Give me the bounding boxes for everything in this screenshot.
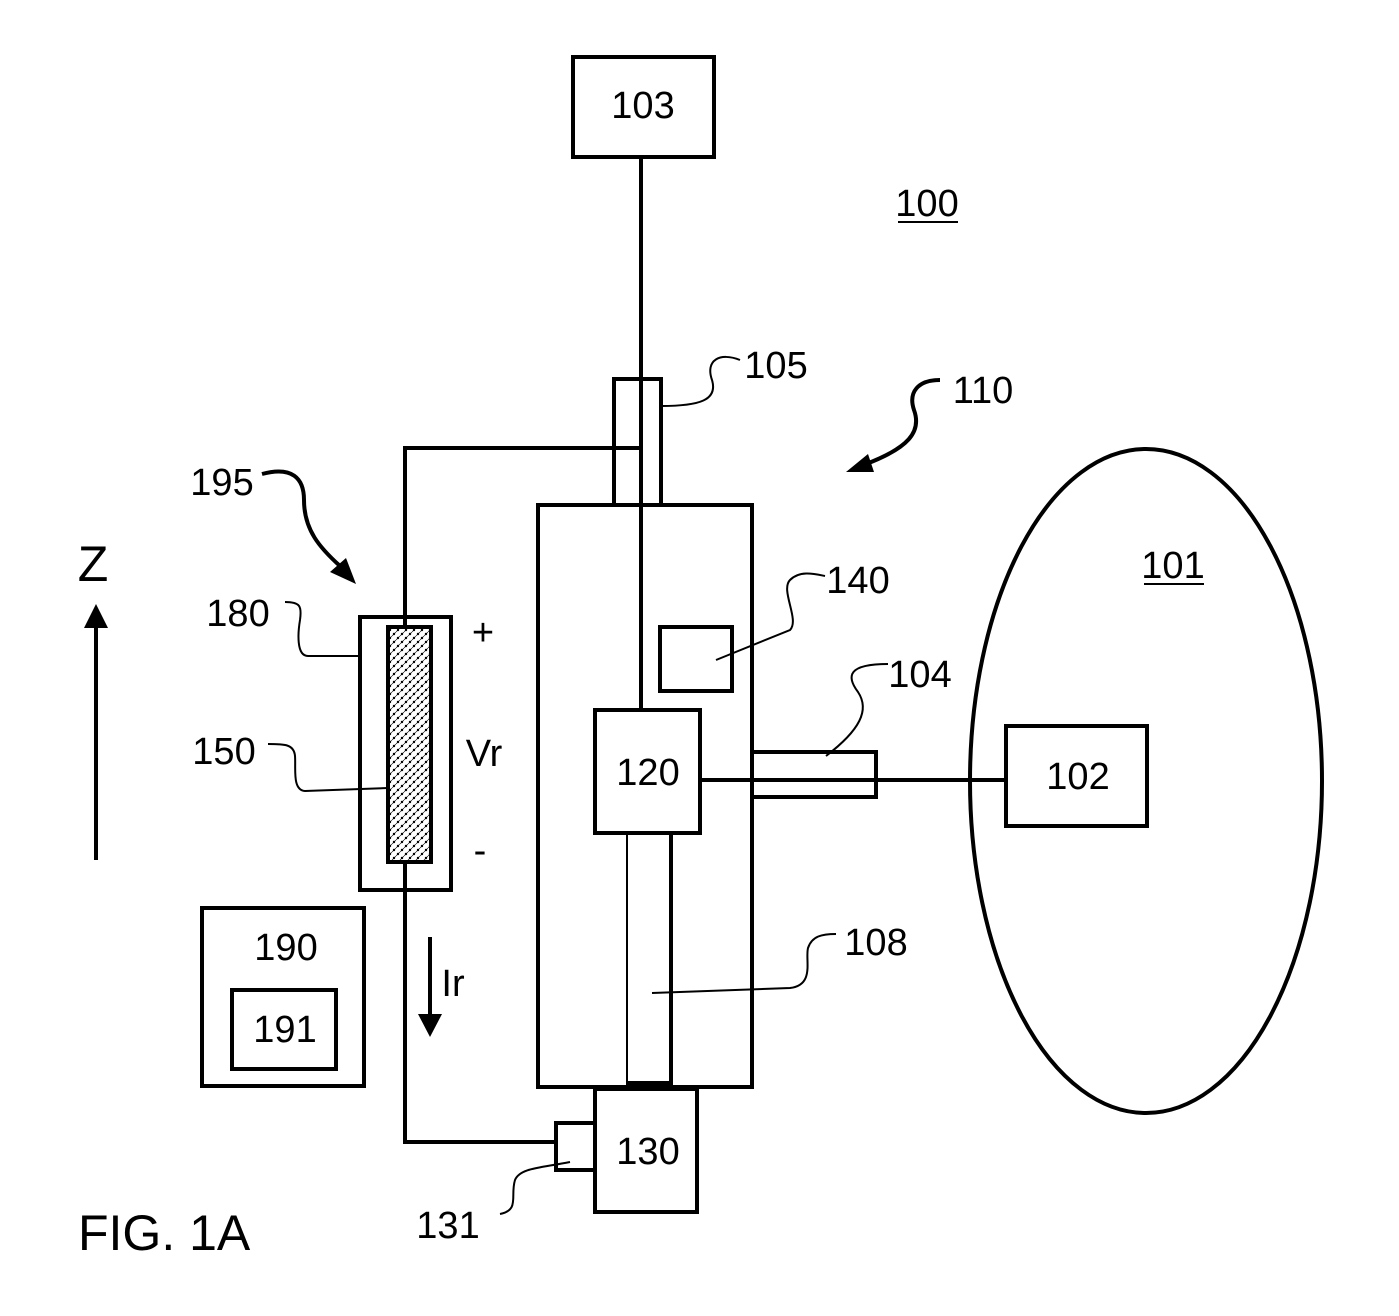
label-103: 103 (611, 85, 674, 127)
leader-131 (499, 1161, 571, 1215)
minus-sign: - (474, 830, 487, 872)
label-191: 191 (253, 1009, 316, 1051)
label-120: 120 (616, 752, 679, 794)
label-104: 104 (888, 654, 951, 696)
box-191 (230, 988, 338, 1071)
label-190: 190 (254, 927, 317, 969)
box-103 (571, 55, 716, 159)
label-180: 180 (206, 593, 269, 635)
current-arrow-head (418, 1014, 442, 1037)
label-102: 102 (1046, 756, 1109, 798)
label-130: 130 (616, 1131, 679, 1173)
label-108: 108 (844, 922, 907, 964)
element-150 (386, 625, 433, 864)
element-180 (358, 615, 453, 892)
leader-150 (267, 743, 389, 793)
leader-180 (284, 601, 360, 657)
current-label: Ir (441, 963, 465, 1005)
box-131 (554, 1121, 597, 1172)
arrow-195-head (330, 558, 356, 584)
figure-caption: FIG. 1A (78, 1205, 251, 1261)
z-axis-label: Z (78, 536, 109, 592)
label-195: 195 (190, 462, 253, 504)
box-120 (593, 708, 702, 835)
plus-sign: + (472, 612, 494, 654)
z-arrow-head (84, 604, 108, 628)
label-131: 131 (416, 1205, 479, 1247)
label-100: 100 (895, 183, 958, 225)
label-105: 105 (744, 345, 807, 387)
leader-104 (825, 663, 889, 757)
arrow-195-curve (261, 469, 342, 568)
leader-105 (660, 355, 741, 407)
box-140 (658, 625, 734, 693)
wire-circuit (403, 446, 641, 627)
channel-108 (626, 832, 672, 1086)
sleeve-104 (750, 750, 878, 799)
arrow-110-head (846, 454, 874, 472)
wire-return (403, 862, 556, 1144)
box-190 (200, 906, 366, 1088)
connector-105 (612, 377, 663, 507)
label-101: 101 (1141, 545, 1204, 587)
label-150: 150 (192, 731, 255, 773)
box-102 (1004, 724, 1149, 828)
arrow-110-curve (865, 378, 941, 466)
voltage-label: Vr (466, 733, 503, 775)
leader-108 (651, 933, 837, 994)
label-140: 140 (826, 560, 889, 602)
leader-140 (715, 572, 826, 661)
label-110: 110 (953, 370, 1014, 412)
